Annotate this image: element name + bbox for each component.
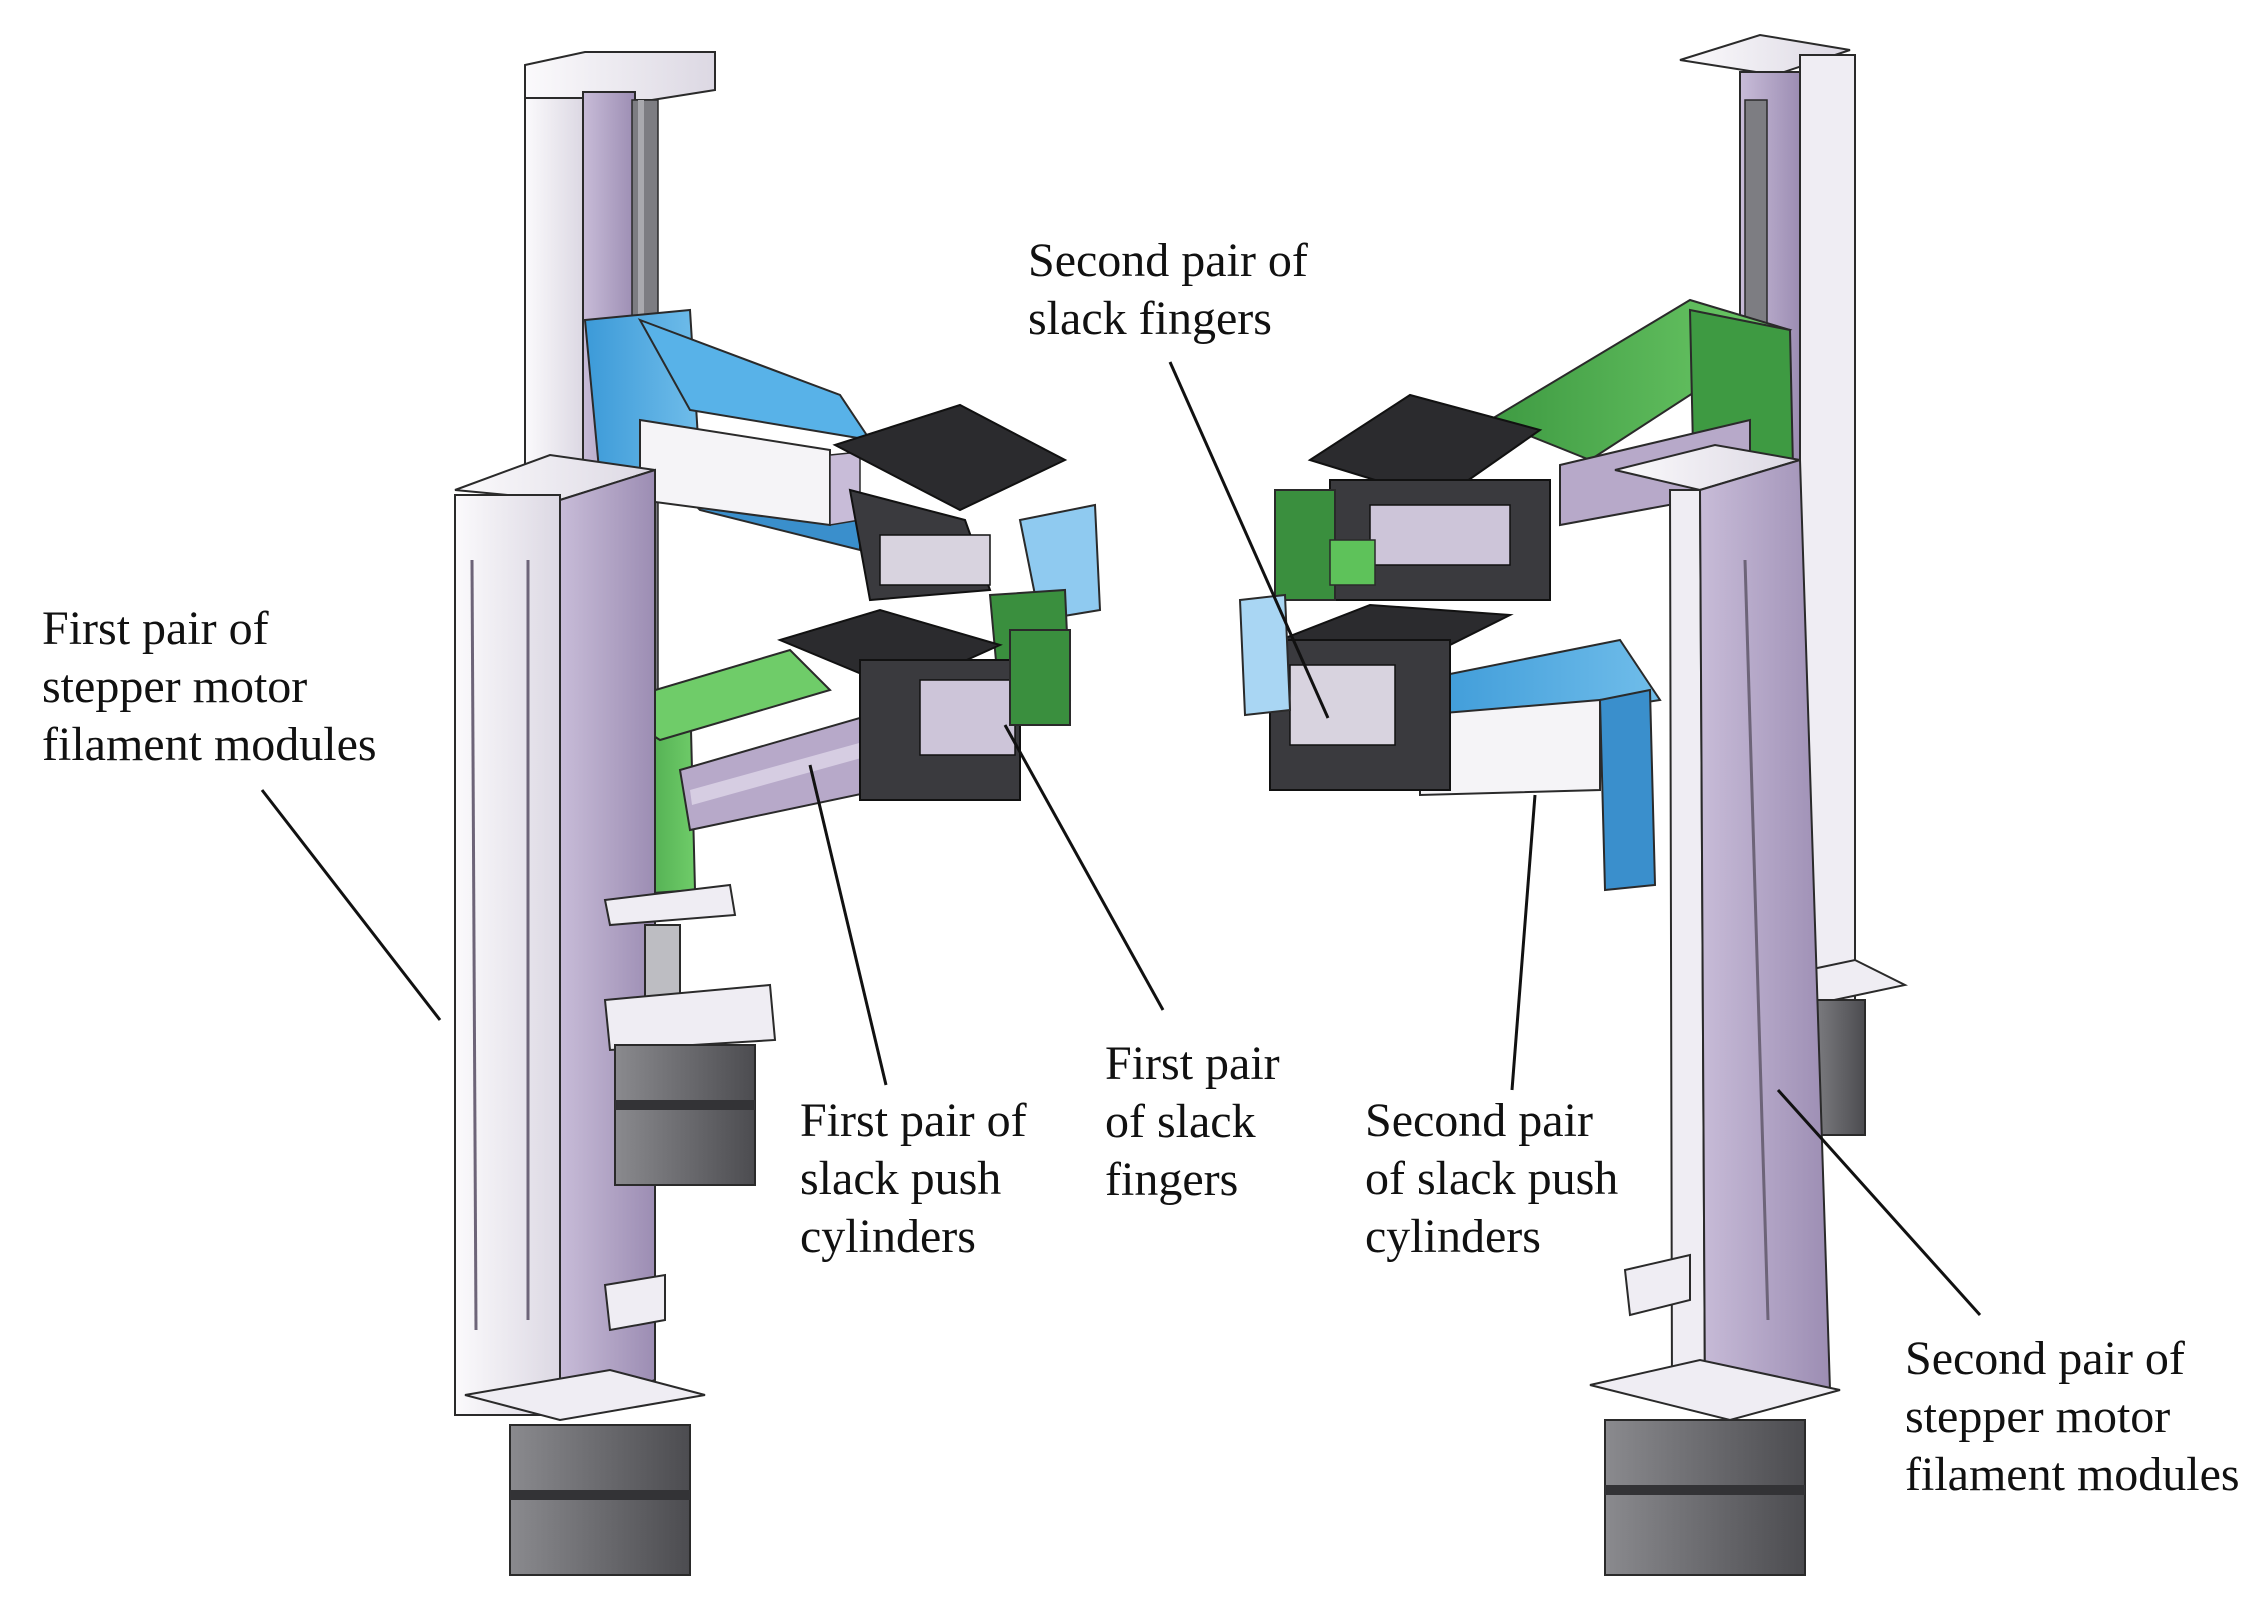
leader-first-pair-fingers: [1003, 724, 1165, 1011]
front-bracket-lower: [603, 1273, 666, 1332]
lower-right-slide-arm: [1238, 593, 1662, 892]
front-column-face: [454, 494, 561, 1416]
front-column-slot-a: [470, 559, 478, 1331]
label-line: of slack push: [1365, 1152, 1619, 1205]
label-line: stepper motor: [1905, 1390, 2171, 1443]
upper-left-gripper-window: [879, 534, 991, 586]
label-second-pair-fingers: Second pair of slack fingers: [1028, 232, 1308, 348]
label-second-pair-stepper: Second pair of stepper motor filament mo…: [1905, 1330, 2240, 1504]
label-line: First pair: [1105, 1037, 1280, 1090]
front-right-slot: [1743, 559, 1770, 1321]
leader-second-pair-cylinders: [1510, 794, 1537, 1091]
label-first-pair-cylinders: First pair of slack push cylinders: [800, 1092, 1027, 1266]
front-right-motor: [1604, 1419, 1806, 1576]
label-line: cylinders: [1365, 1210, 1541, 1263]
upper-left-slide-arm: [583, 308, 1102, 707]
lower-left-gripper-face: [919, 679, 1016, 756]
second-stepper-module-front: [1589, 443, 1841, 1576]
label-line: Second pair: [1365, 1094, 1593, 1147]
leader-lines: [260, 361, 1982, 1317]
label-line: stepper motor: [42, 660, 308, 713]
leader-second-pair-stepper: [1776, 1088, 1982, 1317]
label-first-pair-fingers: First pair of slack fingers: [1105, 1035, 1280, 1209]
lower-right-gripper-face: [1289, 664, 1396, 746]
front-column-side: [559, 468, 656, 1417]
front-base-plate: [464, 1368, 706, 1422]
upper-motor-band: [615, 1100, 755, 1110]
upper-right-gripper-face: [1369, 504, 1511, 566]
leader-first-pair-stepper: [260, 789, 442, 1021]
leader-first-pair-cylinders: [808, 764, 888, 1086]
lower-right-finger-blue: [1238, 593, 1292, 717]
label-line: slack push: [800, 1152, 1002, 1205]
back-right-lead-screw: [1744, 99, 1768, 331]
label-line: First pair of: [800, 1094, 1027, 1147]
label-line: cylinders: [800, 1210, 976, 1263]
lower-left-rail-stripe: [690, 740, 872, 805]
front-right-motor-band: [1605, 1485, 1805, 1495]
lower-left-slide-arm: [602, 608, 1071, 897]
label-line: filament modules: [1905, 1448, 2240, 1501]
front-motor-plate: [603, 983, 777, 1052]
upper-right-finger-green: [1274, 489, 1336, 601]
label-line: filament modules: [42, 718, 377, 771]
upper-left-rail: [639, 418, 831, 527]
label-first-pair-stepper: First pair of stepper motor filament mod…: [42, 600, 377, 774]
label-line: First pair of: [42, 602, 269, 655]
first-stepper-module-front: [454, 453, 777, 1576]
front-bracket-upper: [603, 883, 737, 927]
upper-stepper-motor: [614, 1044, 756, 1186]
label-line: of slack: [1105, 1095, 1256, 1148]
back-right-column-cap: [1679, 33, 1851, 77]
front-right-base: [1589, 1358, 1841, 1422]
lower-left-finger-green: [1009, 629, 1071, 726]
label-line: Second pair of: [1028, 234, 1308, 287]
label-line: Second pair of: [1905, 1332, 2185, 1385]
upper-left-gripper-top: [832, 403, 1068, 512]
front-right-shelf: [1623, 1253, 1691, 1317]
label-line: fingers: [1105, 1153, 1239, 1206]
leader-second-pair-fingers: [1168, 361, 1330, 719]
label-second-pair-cylinders: Second pair of slack push cylinders: [1365, 1092, 1618, 1266]
upper-right-finger-green-b: [1329, 539, 1376, 586]
lower-motor-band: [510, 1490, 690, 1500]
label-line: slack fingers: [1028, 292, 1272, 345]
blue-right-bracket: [1598, 688, 1657, 892]
